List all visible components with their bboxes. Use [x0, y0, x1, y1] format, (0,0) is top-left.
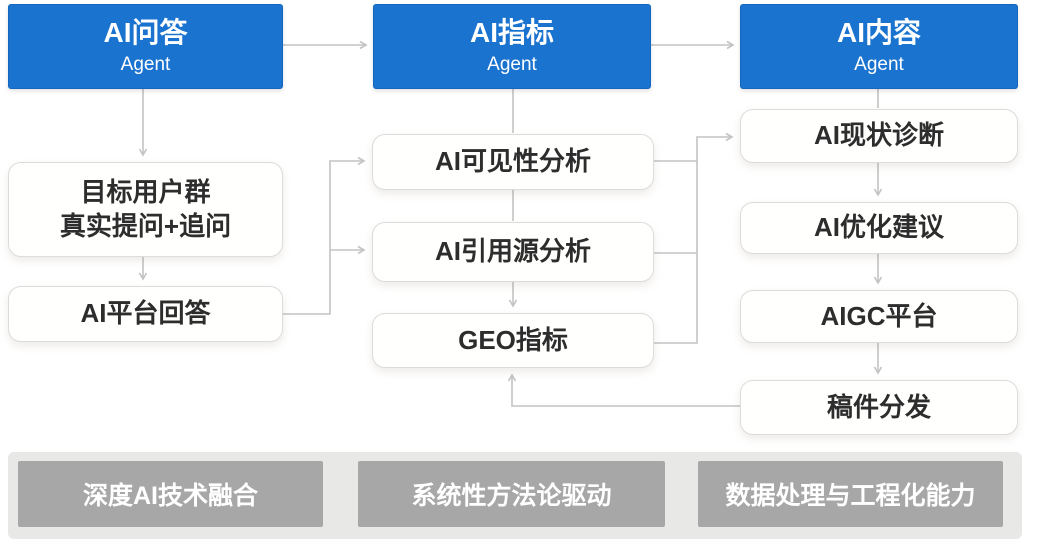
node-optimization-advice: AI优化建议 — [740, 202, 1018, 254]
agent-metrics-title: AI指标 — [469, 17, 554, 49]
node-geo-metrics: GEO指标 — [372, 313, 654, 368]
target-users-line2: 真实提问+追问 — [59, 210, 232, 241]
node-citation-source-analysis: AI引用源分析 — [372, 222, 654, 282]
node-aigc-platform: AIGC平台 — [740, 290, 1018, 343]
pillar-ai-tech-fusion: 深度AI技术融合 — [18, 461, 323, 527]
pillar-methodology-driven: 系统性方法论驱动 — [358, 461, 665, 527]
agent-qa-subtitle: Agent — [120, 53, 171, 75]
agent-box-content: AI内容 Agent — [740, 4, 1018, 89]
agent-content-title: AI内容 — [836, 17, 921, 49]
agent-qa-title: AI问答 — [103, 17, 188, 49]
node-status-diagnosis: AI现状诊断 — [740, 109, 1018, 163]
node-manuscript-distribution: 稿件分发 — [740, 380, 1018, 435]
arrow-distribution-feedback-to-geo — [507, 373, 740, 407]
pillar-strip: 深度AI技术融合 系统性方法论驱动 数据处理与工程化能力 — [8, 452, 1022, 539]
agent-content-subtitle: Agent — [854, 53, 904, 75]
agent-metrics-subtitle: Agent — [487, 53, 537, 75]
pillar-data-engineering: 数据处理与工程化能力 — [698, 461, 1003, 527]
node-platform-answer: AI平台回答 — [8, 286, 283, 342]
agent-box-qa: AI问答 Agent — [8, 4, 283, 89]
arrow-collector-to-diagnosis — [654, 132, 734, 344]
arrow-platform-answer-to-visibility — [283, 156, 366, 315]
agent-box-metrics: AI指标 Agent — [373, 4, 651, 89]
target-users-line1: 目标用户群 — [80, 176, 211, 207]
node-target-users: 目标用户群 真实提问+追问 — [8, 162, 283, 257]
node-visibility-analysis: AI可见性分析 — [372, 134, 654, 190]
